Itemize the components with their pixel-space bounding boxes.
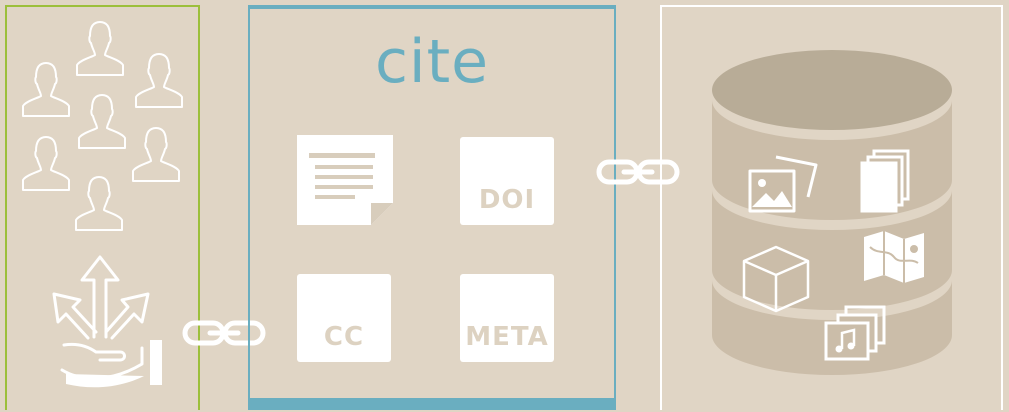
- cite-bottom-bar: [248, 398, 616, 410]
- 3d-cube-icon: [742, 245, 810, 313]
- doi-label: DOI: [478, 185, 536, 215]
- map-icon: [864, 231, 924, 283]
- share-hand-icon: [52, 255, 162, 388]
- chain-link-icon: [182, 320, 266, 346]
- meta-label: META: [465, 322, 549, 352]
- cite-title: cite: [374, 27, 490, 97]
- document-icon: [297, 135, 393, 225]
- data-panel: [660, 5, 1003, 410]
- meta-tile: META: [460, 274, 554, 362]
- cc-tile: CC: [297, 274, 391, 362]
- doi-tile: DOI: [460, 137, 554, 225]
- people-group-icon: [22, 21, 183, 231]
- chain-link-icon: [596, 159, 680, 185]
- cc-label: CC: [323, 322, 365, 352]
- cite-panel: cite DOI CC META: [248, 5, 616, 410]
- community-panel: [5, 5, 200, 410]
- image-icon: [748, 155, 818, 213]
- pages-icon: [860, 149, 910, 213]
- audio-file-icon: [824, 305, 886, 361]
